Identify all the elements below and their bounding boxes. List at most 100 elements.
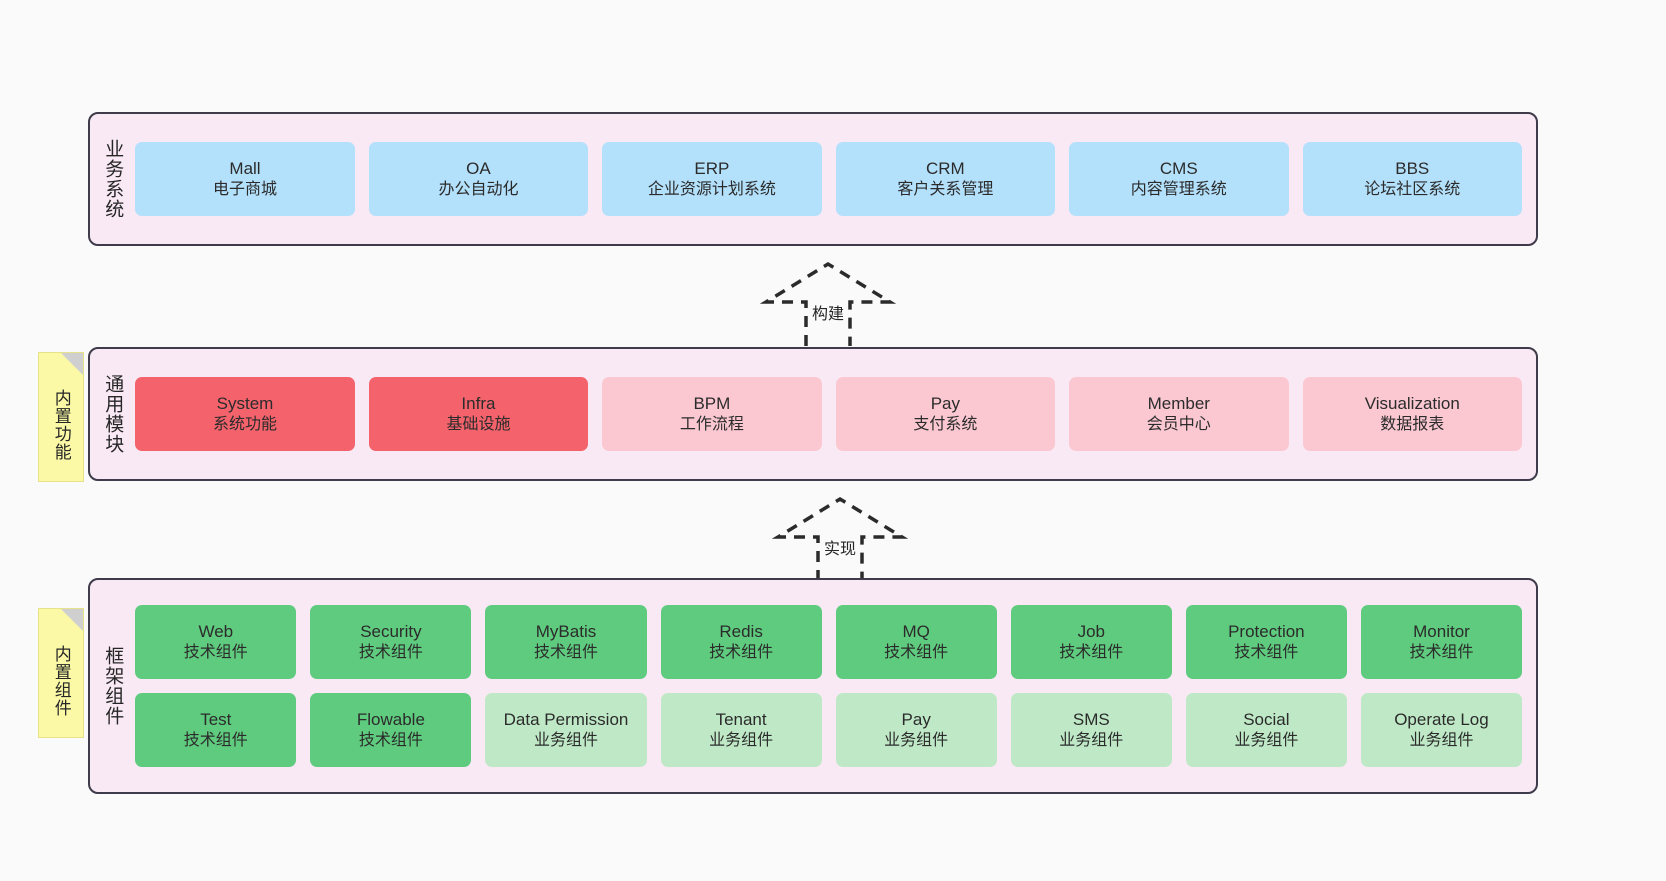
card-visualization[interactable]: Visualization 数据报表 (1302, 377, 1522, 451)
card-title: BPM (693, 393, 731, 413)
card-title: Infra (461, 393, 496, 413)
card-flowable[interactable]: Flowable 技术组件 (310, 693, 472, 767)
card-data-permission[interactable]: Data Permission 业务组件 (485, 693, 647, 767)
business-system-cards: Mall 电子商城 OA 办公自动化 ERP 企业资源计划系统 CRM 客户关系… (129, 114, 1536, 244)
card-cms[interactable]: CMS 内容管理系统 (1069, 142, 1289, 216)
card-title: Social (1243, 709, 1290, 729)
card-title: Web (198, 621, 234, 641)
card-system[interactable]: System 系统功能 (135, 377, 355, 451)
sticky-note-builtin-component: 内置组件 (38, 608, 84, 738)
card-subtitle: 技术组件 (884, 643, 949, 661)
card-tenant[interactable]: Tenant 业务组件 (660, 693, 822, 767)
card-bbs[interactable]: BBS 论坛社区系统 (1302, 142, 1522, 216)
card-subtitle: 技术组件 (183, 643, 248, 661)
card-subtitle: 技术组件 (1409, 643, 1474, 661)
card-operate-log[interactable]: Operate Log 业务组件 (1360, 693, 1523, 767)
sticky-fold-corner (61, 609, 83, 631)
framework-row-business: Test 技术组件 Flowable 技术组件 Data Permission … (135, 693, 1523, 767)
card-subtitle: 技术组件 (183, 731, 248, 749)
card-subtitle: 业务组件 (1059, 731, 1124, 749)
card-subtitle: 业务组件 (709, 731, 774, 749)
card-protection[interactable]: Protection 技术组件 (1185, 605, 1347, 679)
card-crm[interactable]: CRM 客户关系管理 (835, 142, 1056, 216)
card-subtitle: 基础设施 (446, 415, 511, 433)
card-subtitle: 技术组件 (358, 731, 423, 749)
connector-implement: 实现 (770, 496, 910, 581)
card-subtitle: 支付系统 (913, 415, 978, 433)
card-subtitle: 技术组件 (533, 643, 598, 661)
card-subtitle: 技术组件 (1059, 643, 1124, 661)
card-title: Member (1147, 393, 1210, 413)
card-pay-module[interactable]: Pay 支付系统 (835, 377, 1056, 451)
card-title: Security (360, 621, 422, 641)
card-subtitle: 客户关系管理 (897, 180, 994, 198)
card-test[interactable]: Test 技术组件 (135, 693, 297, 767)
card-member[interactable]: Member 会员中心 (1069, 377, 1289, 451)
card-subtitle: 系统功能 (212, 415, 277, 433)
card-subtitle: 业务组件 (1234, 731, 1299, 749)
card-title: ERP (694, 158, 730, 178)
card-subtitle: 内容管理系统 (1130, 180, 1227, 198)
card-subtitle: 业务组件 (884, 731, 949, 749)
card-title: Monitor (1413, 621, 1470, 641)
card-monitor[interactable]: Monitor 技术组件 (1360, 605, 1523, 679)
card-title: CMS (1159, 158, 1198, 178)
card-sms[interactable]: SMS 业务组件 (1010, 693, 1172, 767)
card-title: Data Permission (503, 709, 629, 729)
card-title: Operate Log (1394, 709, 1489, 729)
sticky-note-label: 内置组件 (51, 645, 71, 717)
framework-component-cards: Web 技术组件 Security 技术组件 MyBatis 技术组件 Redi… (129, 580, 1536, 792)
layer-label-business-system: 业务系统 (102, 139, 124, 219)
card-redis[interactable]: Redis 技术组件 (660, 605, 822, 679)
card-title: MQ (902, 621, 930, 641)
card-subtitle: 技术组件 (709, 643, 774, 661)
card-job[interactable]: Job 技术组件 (1010, 605, 1172, 679)
card-oa[interactable]: OA 办公自动化 (368, 142, 589, 216)
card-subtitle: 会员中心 (1146, 415, 1211, 433)
sticky-note-label: 内置功能 (51, 389, 71, 461)
card-subtitle: 数据报表 (1380, 415, 1445, 433)
card-security[interactable]: Security 技术组件 (310, 605, 472, 679)
card-bpm[interactable]: BPM 工作流程 (602, 377, 822, 451)
card-title: MyBatis (535, 621, 597, 641)
card-mq[interactable]: MQ 技术组件 (835, 605, 997, 679)
card-subtitle: 论坛社区系统 (1364, 180, 1461, 198)
card-title: Redis (719, 621, 763, 641)
sticky-fold-corner (61, 353, 83, 375)
card-subtitle: 技术组件 (1234, 643, 1299, 661)
layer-framework-component: 框架组件 Web 技术组件 Security 技术组件 MyBatis 技术组件… (88, 578, 1538, 794)
connector-build: 构建 (758, 261, 898, 346)
card-title: SMS (1072, 709, 1110, 729)
card-title: Tenant (715, 709, 767, 729)
card-title: Job (1077, 621, 1105, 641)
card-subtitle: 电子商城 (212, 180, 277, 198)
card-title: BBS (1395, 158, 1430, 178)
card-web[interactable]: Web 技术组件 (135, 605, 297, 679)
sticky-note-builtin-function: 内置功能 (38, 352, 84, 482)
card-mall[interactable]: Mall 电子商城 (135, 142, 355, 216)
card-title: Protection (1228, 621, 1305, 641)
card-social[interactable]: Social 业务组件 (1185, 693, 1347, 767)
layer-label-framework-component: 框架组件 (102, 646, 124, 726)
card-mybatis[interactable]: MyBatis 技术组件 (485, 605, 647, 679)
card-subtitle: 企业资源计划系统 (647, 180, 776, 198)
layer-common-module: 通用模块 System 系统功能 Infra 基础设施 BPM 工作流程 Pay… (88, 347, 1538, 481)
framework-row-technical: Web 技术组件 Security 技术组件 MyBatis 技术组件 Redi… (135, 605, 1523, 679)
card-title: Pay (901, 709, 931, 729)
common-module-cards: System 系统功能 Infra 基础设施 BPM 工作流程 Pay 支付系统… (129, 349, 1536, 479)
card-pay-component[interactable]: Pay 业务组件 (835, 693, 997, 767)
card-title: Test (200, 709, 232, 729)
layer-label-common-module: 通用模块 (102, 374, 124, 454)
card-title: System (216, 393, 274, 413)
card-title: Pay (930, 393, 960, 413)
card-subtitle: 业务组件 (533, 731, 598, 749)
card-subtitle: 业务组件 (1409, 731, 1474, 749)
card-infra[interactable]: Infra 基础设施 (368, 377, 589, 451)
card-title: Flowable (356, 709, 425, 729)
card-title: Visualization (1364, 393, 1460, 413)
card-erp[interactable]: ERP 企业资源计划系统 (602, 142, 822, 216)
card-title: Mall (229, 158, 261, 178)
card-title: OA (466, 158, 491, 178)
layer-business-system: 业务系统 Mall 电子商城 OA 办公自动化 ERP 企业资源计划系统 CRM… (88, 112, 1538, 246)
